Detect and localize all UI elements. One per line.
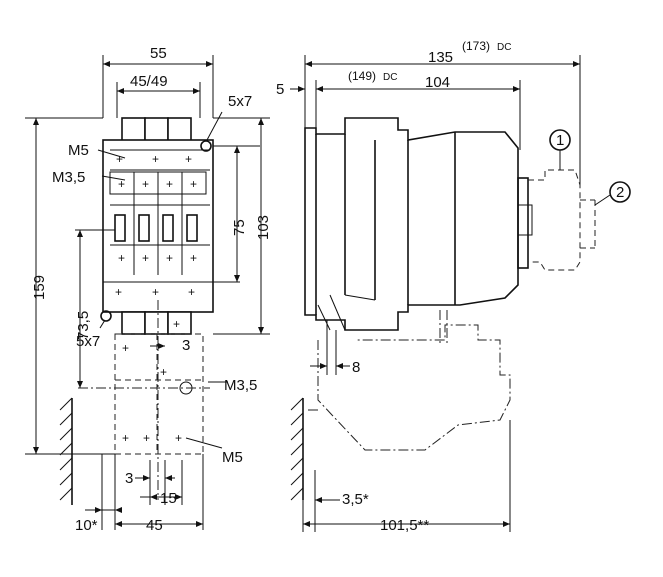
callout-1: 1 <box>556 132 564 149</box>
svg-text:+: + <box>152 285 159 299</box>
dim-149-dc: DC <box>383 72 397 83</box>
aux-module-side <box>308 310 511 451</box>
dim-10: 10* <box>75 517 98 534</box>
svg-text:+: + <box>188 285 195 299</box>
mounting-rail-left <box>59 397 73 505</box>
side-body <box>304 117 533 331</box>
front-view: + + + + + + + + + + + <box>25 45 272 534</box>
label-screw-m5-top: M5 <box>68 142 89 159</box>
svg-text:+: + <box>166 177 173 191</box>
callout-2: 2 <box>616 184 624 201</box>
dim-3-5: 3,5* <box>342 491 369 508</box>
svg-text:+: + <box>115 285 122 299</box>
dim-173-dc: DC <box>497 42 511 53</box>
dim-149: (149) <box>348 69 376 83</box>
svg-text:+: + <box>118 177 125 191</box>
svg-text:+: + <box>116 152 123 166</box>
dim-15: 15 <box>160 490 177 507</box>
svg-text:+: + <box>142 177 149 191</box>
dim-73-5: 73,5 <box>75 311 92 340</box>
dim-8: 8 <box>352 359 360 376</box>
svg-text:+: + <box>166 251 173 265</box>
dim-103: 103 <box>255 215 272 240</box>
label-screw-m3-5-top: M3,5 <box>52 169 85 186</box>
svg-text:+: + <box>185 152 192 166</box>
svg-text:+: + <box>190 251 197 265</box>
dim-104: 104 <box>425 74 450 91</box>
side-view: 5 135 (173) DC (149) DC 104 8 3,5* 101,5… <box>276 39 631 534</box>
dim-55: 55 <box>150 45 167 62</box>
dim-5: 5 <box>276 81 284 98</box>
mounting-rail-right <box>290 397 304 501</box>
dim-3-top: 3 <box>182 337 190 354</box>
dim-159: 159 <box>31 275 48 300</box>
dim-45-49: 45/49 <box>130 73 168 90</box>
svg-text:+: + <box>118 251 125 265</box>
terminal-grid: + + + + + + + + <box>109 171 210 275</box>
dim-135: 135 <box>428 49 453 66</box>
svg-text:+: + <box>190 177 197 191</box>
svg-text:+: + <box>152 152 159 166</box>
label-slot-bottom: 5x7 <box>76 333 100 350</box>
svg-text:+: + <box>143 431 150 445</box>
svg-text:+: + <box>122 341 129 355</box>
label-screw-m5-aux: M5 <box>222 449 243 466</box>
svg-text:+: + <box>160 365 167 379</box>
label-slot-top: 5x7 <box>228 93 252 110</box>
dim-101-5: 101,5** <box>380 517 429 534</box>
dim-3-bottom: 3 <box>125 470 133 487</box>
svg-text:+: + <box>175 431 182 445</box>
label-screw-m3-5-aux: M3,5 <box>224 377 257 394</box>
dim-75: 75 <box>231 219 248 236</box>
svg-text:+: + <box>122 431 129 445</box>
dim-173: (173) <box>462 39 490 53</box>
dim-45: 45 <box>146 517 163 534</box>
svg-text:+: + <box>173 317 180 331</box>
svg-text:+: + <box>142 251 149 265</box>
